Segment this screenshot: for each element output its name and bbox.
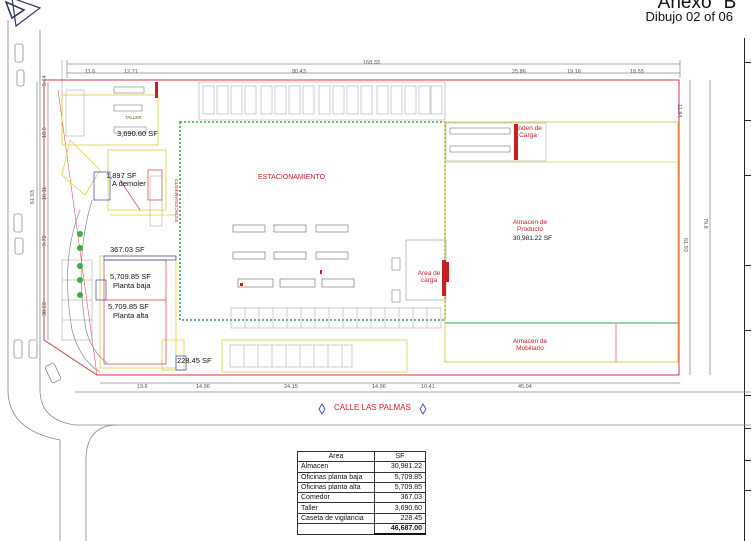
table-cell-name: Taller bbox=[297, 502, 375, 514]
sheet-border-tick bbox=[744, 395, 751, 396]
truck-icons bbox=[232, 224, 355, 288]
dim-left: 30.53 bbox=[42, 302, 48, 316]
table-header-sf: SF bbox=[374, 450, 426, 463]
dim-bottom: 14.96 bbox=[196, 384, 210, 390]
table-total: 46,687.00 bbox=[374, 523, 426, 536]
table-cell-sf: 5,709.85 bbox=[374, 481, 426, 494]
label-demoler: A demoler bbox=[112, 179, 146, 188]
sheet-border-tick bbox=[744, 175, 751, 176]
table-header-area: Area bbox=[297, 450, 375, 463]
dim-top: 19.18 bbox=[567, 69, 581, 75]
street-name: CALLE LAS PALMAS bbox=[334, 403, 411, 412]
parking-mid bbox=[229, 307, 442, 368]
dim-left: 61.93 bbox=[30, 190, 36, 204]
dim-top: 12.71 bbox=[124, 69, 138, 75]
street-arrow-icons bbox=[318, 403, 427, 415]
label-area-carga: Area de carga bbox=[417, 270, 441, 285]
drawing-title: Anexo "B" bbox=[657, 0, 743, 13]
table-row: Taller 3,690.60 bbox=[297, 502, 426, 514]
dim-top: 80.43 bbox=[292, 69, 306, 75]
label-comedor-area: 367.03 SF bbox=[110, 245, 145, 254]
dim-left: 9.72 bbox=[42, 235, 48, 246]
table-row: Caseta de vigilancia 228.45 bbox=[297, 512, 426, 525]
dim-total-top: 168.33 bbox=[363, 60, 380, 66]
table-cell-sf: 228.45 bbox=[374, 512, 426, 525]
label-demoler-area: 1,897 SF bbox=[106, 171, 137, 180]
dim-left: 5.14 bbox=[42, 75, 48, 86]
tree-icons bbox=[77, 231, 83, 298]
label-estacionamiento-side: ESTACIONAMIENTO bbox=[174, 178, 179, 222]
sheet-border-tick bbox=[744, 265, 751, 266]
sheet-border-tick bbox=[744, 330, 751, 331]
table-cell-sf: 367.03 bbox=[374, 492, 426, 504]
office-blue-details bbox=[93, 171, 187, 371]
dim-bottom: 24.15 bbox=[284, 384, 298, 390]
dim-left: 18.5 bbox=[42, 127, 48, 138]
sheet-border-tick bbox=[744, 62, 751, 63]
dim-right: 11.84 bbox=[676, 104, 682, 118]
table-cell-name: Oficinas planta baja bbox=[297, 471, 375, 483]
label-planta-alta-area: 5,709.85 SF bbox=[108, 302, 149, 311]
sheet-border-tick bbox=[744, 460, 751, 461]
dim-right: 79.8 bbox=[702, 218, 708, 229]
label-almacen-producto-area: 30,981.22 SF bbox=[513, 235, 553, 242]
dim-top: 25.86 bbox=[512, 69, 526, 75]
table-total-row: 46,687.00 bbox=[297, 523, 426, 536]
area-summary-table: Area SF Almacen 30,981.22 Oficinas plant… bbox=[297, 450, 426, 536]
sheet-border bbox=[744, 38, 751, 541]
drawing-number: Dibujo 02 of 06 bbox=[645, 9, 733, 24]
parking-top bbox=[198, 81, 446, 121]
table-row: Oficinas planta baja 5,709.85 bbox=[297, 471, 426, 483]
table-cell-sf: 3,690.60 bbox=[374, 502, 426, 514]
office-red-details bbox=[103, 169, 167, 365]
label-taller-area: 3,690.60 SF bbox=[117, 129, 158, 138]
sheet-border-tick bbox=[744, 428, 751, 429]
label-planta-alta: Planta alta bbox=[113, 311, 149, 320]
dim-top: 11.6 bbox=[85, 69, 96, 75]
sheet-border-tick bbox=[744, 490, 751, 491]
table-cell-sf: 5,709.85 bbox=[374, 471, 426, 483]
dim-bottom: 19.6 bbox=[137, 384, 148, 390]
table-cell-name: Almacen bbox=[297, 461, 375, 473]
label-estacionamiento: ESTACIONAMIENTO bbox=[258, 174, 326, 181]
table-cell-name: Oficinas planta alta bbox=[297, 481, 375, 494]
table-row: Oficinas planta alta 5,709.85 bbox=[297, 481, 426, 494]
label-planta-baja-area: 5,709.85 SF bbox=[110, 272, 151, 281]
label-almacen-producto: Almacen de Producto bbox=[512, 219, 548, 234]
label-planta-baja: Planta baja bbox=[113, 281, 151, 290]
label-anden-carga: Anden de Carga bbox=[514, 125, 542, 140]
dim-bottom: 45.04 bbox=[518, 384, 532, 390]
sheet-border-tick bbox=[744, 120, 751, 121]
label-almacen-mobiliario: Almacen de Mobiliario bbox=[512, 338, 548, 353]
dim-top: 18.55 bbox=[630, 69, 644, 75]
table-cell-name: Comedor bbox=[297, 492, 375, 504]
dim-left: 16.11 bbox=[42, 186, 48, 200]
table-cell-sf: 30,981.22 bbox=[374, 461, 426, 473]
label-taller: TALLER bbox=[125, 115, 142, 120]
label-caseta-area: 228.45 SF bbox=[177, 356, 212, 365]
table-cell-name: Caseta de vigilancia bbox=[297, 512, 375, 525]
table-row: Comedor 367.03 bbox=[297, 492, 426, 504]
dim-bottom: 10.41 bbox=[421, 384, 435, 390]
dim-right: 61.93 bbox=[682, 238, 688, 252]
table-row: Almacen 30,981.22 bbox=[297, 461, 426, 473]
table-header-row: Area SF bbox=[297, 450, 426, 463]
dim-bottom: 14.96 bbox=[372, 384, 386, 390]
north-arrow-icon bbox=[4, 0, 42, 28]
